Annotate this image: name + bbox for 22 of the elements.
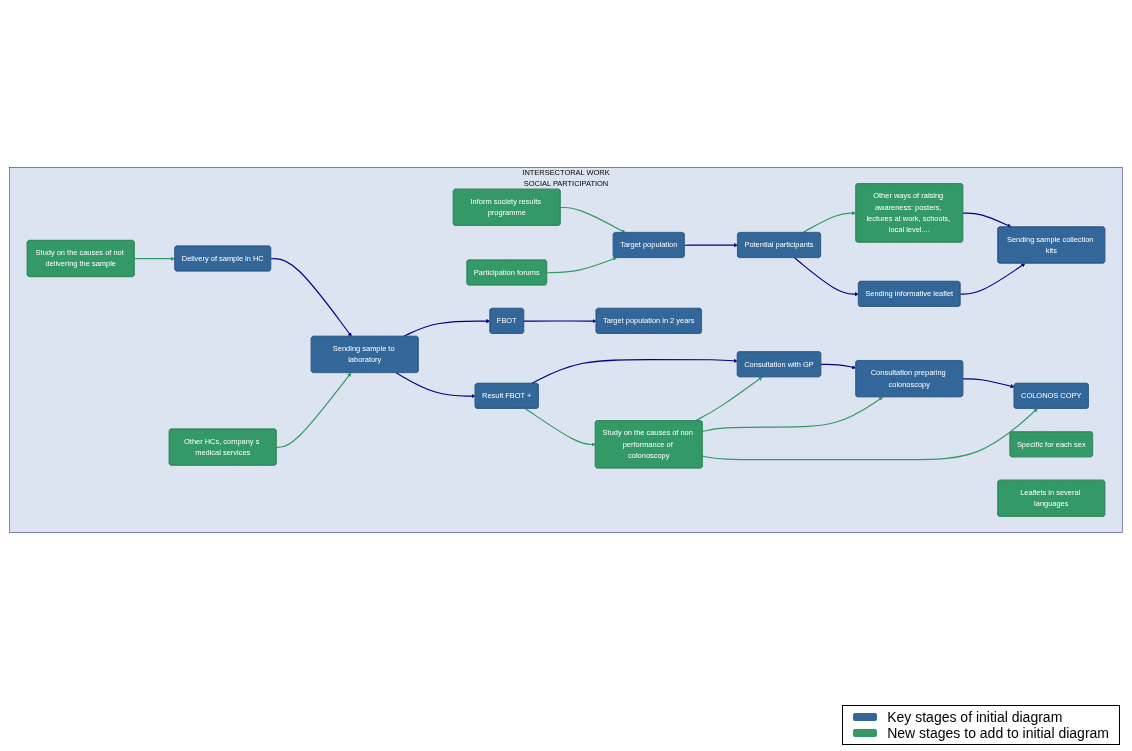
arrow	[694, 376, 763, 422]
arrow	[133, 256, 176, 261]
arrow	[701, 408, 1038, 461]
arrow	[962, 378, 1015, 389]
arrow	[546, 257, 617, 274]
arrow	[820, 363, 857, 370]
legend-text: New stages to add to initial diagram	[887, 725, 1109, 741]
arrow	[523, 319, 597, 324]
arrow	[559, 206, 626, 233]
arrow	[395, 372, 476, 399]
arrow	[701, 396, 884, 433]
legend-text: Key stages of initial diagram	[887, 709, 1063, 725]
arrow	[684, 243, 738, 248]
arrow	[962, 212, 1012, 228]
arrow	[524, 408, 596, 447]
arrow	[275, 372, 352, 448]
arrow	[270, 258, 352, 337]
arrow	[531, 358, 738, 385]
arrow	[402, 319, 491, 338]
arrow	[793, 257, 859, 297]
arrow	[801, 211, 857, 234]
arrow	[959, 263, 1026, 295]
